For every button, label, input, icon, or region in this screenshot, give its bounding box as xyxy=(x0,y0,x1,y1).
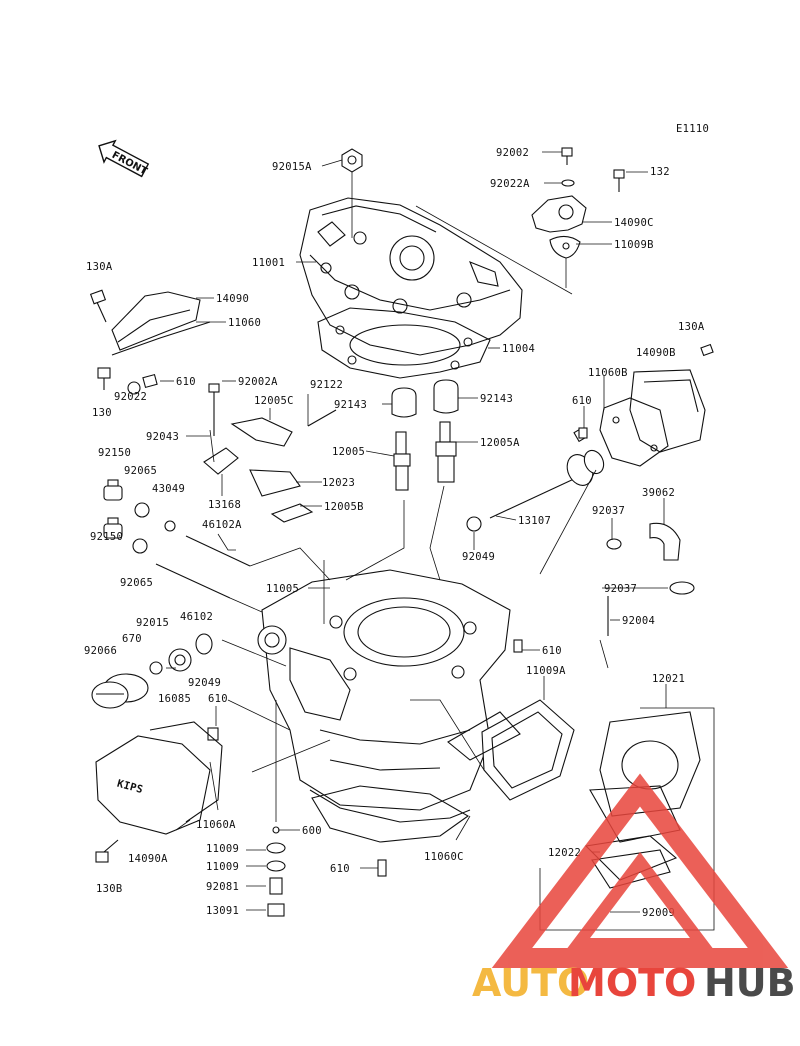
label-670: 670 xyxy=(122,633,142,645)
label-92004: 92004 xyxy=(622,615,655,627)
label-14090B: 14090B xyxy=(636,347,676,359)
label-13168: 13168 xyxy=(208,499,241,511)
label-92150-top: 92150 xyxy=(98,447,131,459)
part-labels: 92015A 92002 92022A 132 14090C 11009B 11… xyxy=(84,147,705,919)
label-13107: 13107 xyxy=(518,515,551,527)
label-130A-right: 130A xyxy=(678,321,705,333)
label-12005C: 12005C xyxy=(254,395,294,407)
label-12023: 12023 xyxy=(322,477,355,489)
label-12005A: 12005A xyxy=(480,437,520,449)
label-92015A: 92015A xyxy=(272,161,312,173)
label-14090: 14090 xyxy=(216,293,249,305)
label-11009A: 11009A xyxy=(526,665,566,677)
label-92065-top: 92065 xyxy=(124,465,157,477)
label-46102: 46102 xyxy=(180,611,213,623)
head-nut xyxy=(341,148,363,173)
label-130: 130 xyxy=(92,407,112,419)
label-132: 132 xyxy=(650,166,670,178)
label-92122: 92122 xyxy=(310,379,343,391)
label-92150-bottom: 92150 xyxy=(90,531,123,543)
cylinder-head xyxy=(299,197,523,356)
head-gasket xyxy=(317,307,491,379)
exhaust-valve-cover xyxy=(599,343,714,467)
watermark-hub: HUB xyxy=(704,961,796,1005)
watermark-moto: MOTO xyxy=(568,961,696,1005)
valve-drive xyxy=(391,379,605,532)
label-92143-right: 92143 xyxy=(480,393,513,405)
label-92037-top: 92037 xyxy=(592,505,625,517)
label-92143-left: 92143 xyxy=(334,399,367,411)
label-11009-a: 11009 xyxy=(206,843,239,855)
fitting-parts xyxy=(531,147,625,259)
label-92022: 92022 xyxy=(114,391,147,403)
label-610-a: 610 xyxy=(176,376,196,388)
label-610-c: 610 xyxy=(542,645,562,657)
side-cover-top xyxy=(89,289,211,356)
label-92009: 92009 xyxy=(642,907,675,919)
label-11060A: 11060A xyxy=(196,819,236,831)
label-14090A: 14090A xyxy=(128,853,168,865)
label-13091: 13091 xyxy=(206,905,239,917)
label-92022A: 92022A xyxy=(490,178,530,190)
label-92049-right: 92049 xyxy=(462,551,495,563)
label-610-e: 610 xyxy=(330,863,350,875)
label-92002A: 92002A xyxy=(238,376,278,388)
label-11005: 11005 xyxy=(266,583,299,595)
label-130B: 130B xyxy=(96,883,123,895)
label-92049-left: 92049 xyxy=(188,677,221,689)
diagram-code: E1110 xyxy=(676,123,709,135)
lower-left-parts: KIPS xyxy=(91,633,223,863)
small-parts xyxy=(97,367,337,599)
label-92015: 92015 xyxy=(136,617,169,629)
label-11001: 11001 xyxy=(252,257,285,269)
label-92037-bottom: 92037 xyxy=(604,583,637,595)
label-600: 600 xyxy=(302,825,322,837)
label-610-b: 610 xyxy=(572,395,592,407)
front-arrow: FRONT xyxy=(98,139,150,178)
label-11060C: 11060C xyxy=(424,851,464,863)
label-92065-bottom: 92065 xyxy=(120,577,153,589)
leader-lines xyxy=(160,151,668,913)
label-12005B: 12005B xyxy=(324,501,364,513)
label-11060B: 11060B xyxy=(588,367,628,379)
label-12005: 12005 xyxy=(332,446,365,458)
label-16085: 16085 xyxy=(158,693,191,705)
label-92002: 92002 xyxy=(496,147,529,159)
label-46102A: 46102A xyxy=(202,519,242,531)
base-gasket xyxy=(311,785,470,843)
watermark-text: AUTO MOTO HUB xyxy=(472,961,796,1005)
label-12022: 12022 xyxy=(548,847,581,859)
watermark-logo xyxy=(491,773,789,968)
cylinder xyxy=(257,569,575,823)
label-11004: 11004 xyxy=(502,343,535,355)
label-14090C: 14090C xyxy=(614,217,654,229)
label-610-d: 610 xyxy=(208,693,228,705)
label-11009B: 11009B xyxy=(614,239,654,251)
watermark-auto: AUTO xyxy=(472,961,589,1005)
label-11060: 11060 xyxy=(228,317,261,329)
label-43049: 43049 xyxy=(152,483,185,495)
label-92043: 92043 xyxy=(146,431,179,443)
label-11009-b: 11009 xyxy=(206,861,239,873)
label-39062: 39062 xyxy=(642,487,675,499)
label-12021: 12021 xyxy=(652,673,685,685)
label-92081: 92081 xyxy=(206,881,239,893)
label-92066: 92066 xyxy=(84,645,117,657)
label-130A-left: 130A xyxy=(86,261,113,273)
